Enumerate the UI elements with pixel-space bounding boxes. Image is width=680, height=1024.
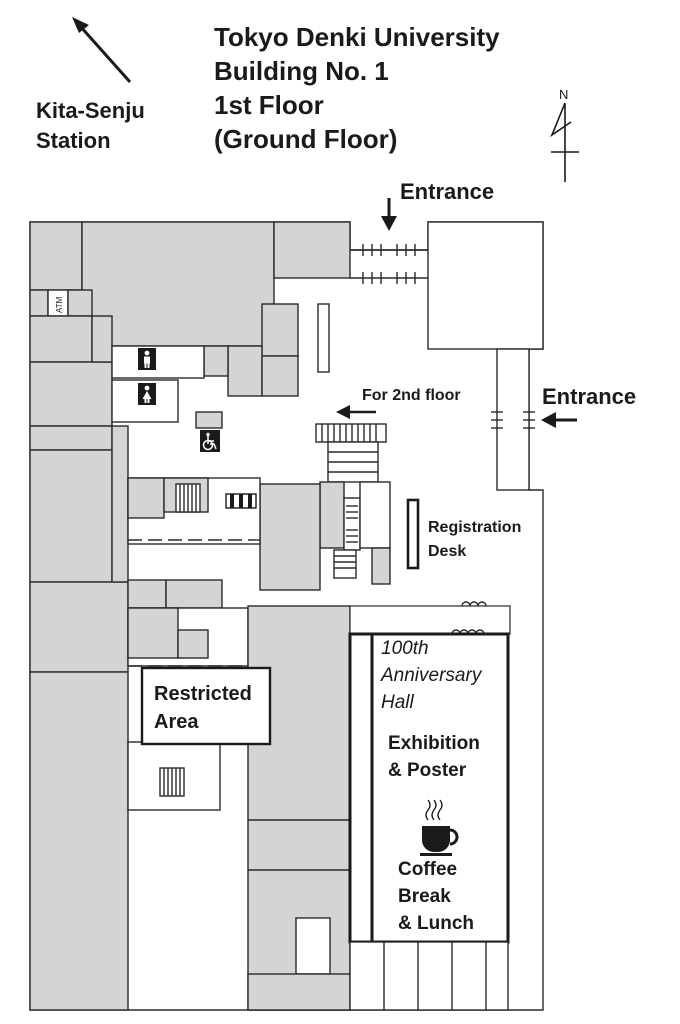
hall-label: 100th bbox=[381, 638, 429, 659]
room bbox=[127, 579, 167, 609]
second-floor-arrow-icon bbox=[336, 405, 376, 419]
stairs-icon bbox=[175, 483, 201, 513]
room bbox=[319, 481, 345, 549]
registration-label: Registration bbox=[428, 519, 521, 536]
room bbox=[29, 361, 113, 427]
room bbox=[295, 917, 331, 975]
room bbox=[29, 581, 129, 673]
station-label-2: Station bbox=[36, 128, 111, 153]
entrance-right-label: Entrance bbox=[542, 384, 636, 409]
room bbox=[371, 547, 391, 585]
room bbox=[29, 671, 129, 1011]
station-direction-arrow-icon bbox=[72, 17, 132, 83]
entrance-hall bbox=[427, 221, 544, 350]
coffee-cup-icon bbox=[420, 799, 459, 856]
room bbox=[29, 221, 83, 291]
entrance-right-arrow-icon bbox=[541, 412, 577, 428]
restroom-area bbox=[111, 345, 205, 379]
exhibition-label-2: & Poster bbox=[388, 760, 467, 781]
room bbox=[29, 289, 49, 317]
second-floor-label: For 2nd floor bbox=[362, 387, 461, 404]
room bbox=[29, 425, 113, 451]
room bbox=[273, 221, 351, 279]
map-subtitle-building: Building No. 1 bbox=[214, 56, 389, 86]
map-subtitle-floor: 1st Floor bbox=[214, 90, 324, 120]
hall-foyer bbox=[349, 605, 511, 635]
stairs-icon bbox=[159, 767, 185, 797]
stairs-icon bbox=[333, 549, 357, 579]
entrance-door-icon bbox=[362, 244, 416, 284]
coffee-label-2: Break bbox=[398, 886, 451, 907]
hall-label-3: Hall bbox=[381, 692, 415, 713]
restricted-label: Restricted bbox=[154, 683, 252, 705]
room bbox=[127, 477, 165, 519]
room bbox=[91, 315, 113, 363]
room bbox=[203, 345, 229, 377]
room bbox=[127, 607, 179, 659]
svg-text:N: N bbox=[559, 87, 568, 102]
room bbox=[67, 289, 93, 317]
stairs-icon bbox=[315, 423, 387, 483]
registration-label-2: Desk bbox=[428, 543, 466, 560]
entrance-top-label: Entrance bbox=[400, 179, 494, 204]
station-label: Kita-Senju bbox=[36, 98, 145, 123]
coffee-label-3: & Lunch bbox=[398, 913, 474, 934]
map-subtitle-ground: (Ground Floor) bbox=[214, 124, 397, 154]
room bbox=[195, 411, 223, 429]
atm-label: ATM bbox=[55, 296, 64, 313]
hall-side bbox=[348, 632, 374, 944]
entrance-door-icon bbox=[491, 411, 535, 429]
room bbox=[259, 483, 321, 591]
room bbox=[227, 345, 263, 397]
room bbox=[165, 579, 223, 609]
pillar bbox=[317, 303, 330, 373]
room bbox=[29, 315, 93, 363]
hall-label-2: Anniversary bbox=[380, 665, 483, 686]
room bbox=[29, 449, 113, 583]
room bbox=[359, 481, 391, 549]
restricted-area bbox=[140, 666, 272, 746]
exhibition-label: Exhibition bbox=[388, 733, 480, 754]
north-arrow-icon: N bbox=[550, 87, 579, 182]
registration-desk bbox=[406, 498, 420, 570]
room bbox=[247, 973, 351, 1011]
restricted-label-2: Area bbox=[154, 711, 199, 733]
room bbox=[261, 303, 299, 357]
entrance-top-arrow-icon bbox=[381, 198, 397, 231]
room bbox=[177, 629, 209, 659]
room-row bbox=[349, 941, 509, 1011]
room bbox=[261, 355, 299, 397]
coffee-label: Coffee bbox=[398, 859, 457, 880]
room bbox=[111, 425, 129, 583]
room bbox=[81, 221, 275, 347]
map-title: Tokyo Denki University bbox=[214, 22, 500, 52]
